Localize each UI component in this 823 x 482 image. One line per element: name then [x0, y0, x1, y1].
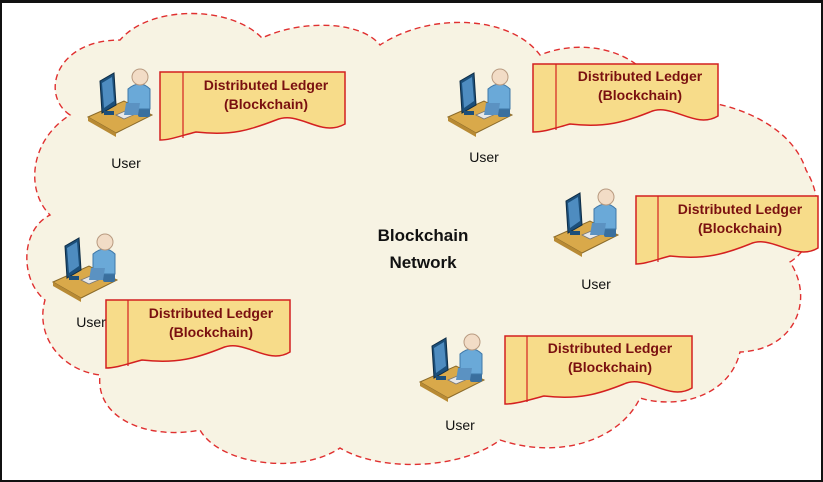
ledger-line2: (Blockchain): [568, 359, 652, 375]
node-5: Distributed Ledger (Blockchain) User: [419, 333, 693, 433]
ledger-line2: (Blockchain): [224, 96, 308, 112]
node-1: Distributed Ledger (Blockchain) User: [87, 68, 346, 171]
ledger-line1: Distributed Ledger: [548, 340, 673, 356]
ledger-line1: Distributed Ledger: [149, 305, 274, 321]
user-label: User: [445, 417, 475, 433]
network-title-line1: Blockchain: [378, 226, 469, 245]
network-title-line2: Network: [389, 253, 457, 272]
ledger-document: Distributed Ledger (Blockchain): [532, 63, 719, 133]
ledger-document: Distributed Ledger (Blockchain): [635, 195, 819, 265]
ledger-line2: (Blockchain): [698, 220, 782, 236]
ledger-document: Distributed Ledger (Blockchain): [504, 335, 693, 405]
ledger-line2: (Blockchain): [598, 87, 682, 103]
ledger-line2: (Blockchain): [169, 324, 253, 340]
ledger-document: Distributed Ledger (Blockchain): [105, 299, 291, 369]
node-4: Distributed Ledger (Blockchain) User: [52, 233, 291, 369]
user-label: User: [469, 149, 499, 165]
user-label: User: [76, 314, 106, 330]
user-label: User: [581, 276, 611, 292]
user-label: User: [111, 155, 141, 171]
node-2: Distributed Ledger (Blockchain) User: [447, 63, 719, 165]
ledger-line1: Distributed Ledger: [578, 68, 703, 84]
node-3: Distributed Ledger (Blockchain) User: [553, 188, 819, 292]
ledger-line1: Distributed Ledger: [204, 77, 329, 93]
ledger-line1: Distributed Ledger: [678, 201, 803, 217]
ledger-document: Distributed Ledger (Blockchain): [159, 71, 346, 141]
